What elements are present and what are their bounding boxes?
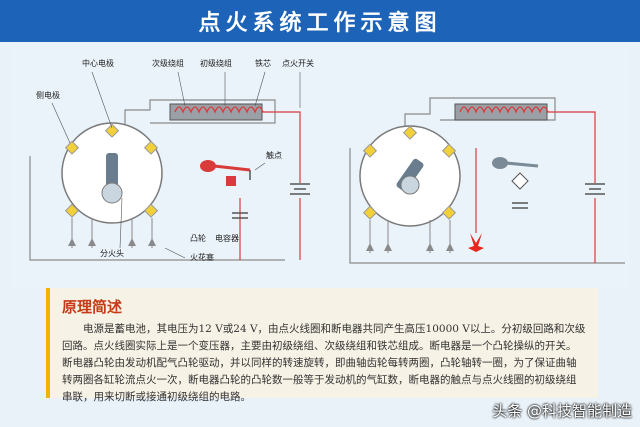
title-bar: 点火系统工作示意图 bbox=[0, 0, 640, 42]
page-title: 点火系统工作示意图 bbox=[198, 11, 442, 36]
iron-core bbox=[169, 103, 263, 121]
label-cam: 凸轮 bbox=[190, 233, 206, 243]
label-side-electrode: 侧电极 bbox=[36, 90, 60, 100]
diagram-area: 中心电极 次级绕组 初级绕组 铁芯 点火开关 侧电极 触点 分火头 凸轮 电容器… bbox=[10, 48, 630, 288]
label-contact: 触点 bbox=[266, 150, 282, 160]
label-ignition-switch: 点火开关 bbox=[282, 58, 314, 68]
label-primary-winding: 初级绕组 bbox=[200, 58, 232, 68]
right-circuit bbox=[349, 97, 625, 264]
ignition-diagram: 中心电极 次级绕组 初级绕组 铁芯 点火开关 侧电极 触点 分火头 凸轮 电容器… bbox=[29, 58, 625, 264]
distributor-rotor bbox=[106, 153, 118, 189]
coil-winding bbox=[174, 106, 264, 114]
left-circuit: 中心电极 次级绕组 初级绕组 铁芯 点火开关 侧电极 触点 分火头 凸轮 电容器… bbox=[29, 58, 314, 262]
label-center-electrode: 中心电极 bbox=[82, 58, 114, 68]
watermark: 头条 @科技智能制造 bbox=[492, 402, 632, 420]
description-box: 原理简述 电源是蓄电池，其电压为12 V或24 V，由点火线圈和断电器共同产生高… bbox=[46, 288, 598, 403]
label-capacitor: 电容器 bbox=[215, 233, 239, 243]
cam bbox=[226, 176, 236, 186]
label-distributor: 分火头 bbox=[100, 248, 124, 258]
label-secondary-winding: 次级绕组 bbox=[152, 58, 184, 68]
label-iron-core: 铁芯 bbox=[255, 58, 271, 68]
description-body: 电源是蓄电池，其电压为12 V或24 V，由点火线圈和断电器共同产生高压1000… bbox=[62, 323, 586, 403]
label-spark-plug: 火花塞 bbox=[190, 252, 214, 262]
spark-icon bbox=[468, 233, 484, 252]
description-heading: 原理简述 bbox=[62, 298, 123, 316]
